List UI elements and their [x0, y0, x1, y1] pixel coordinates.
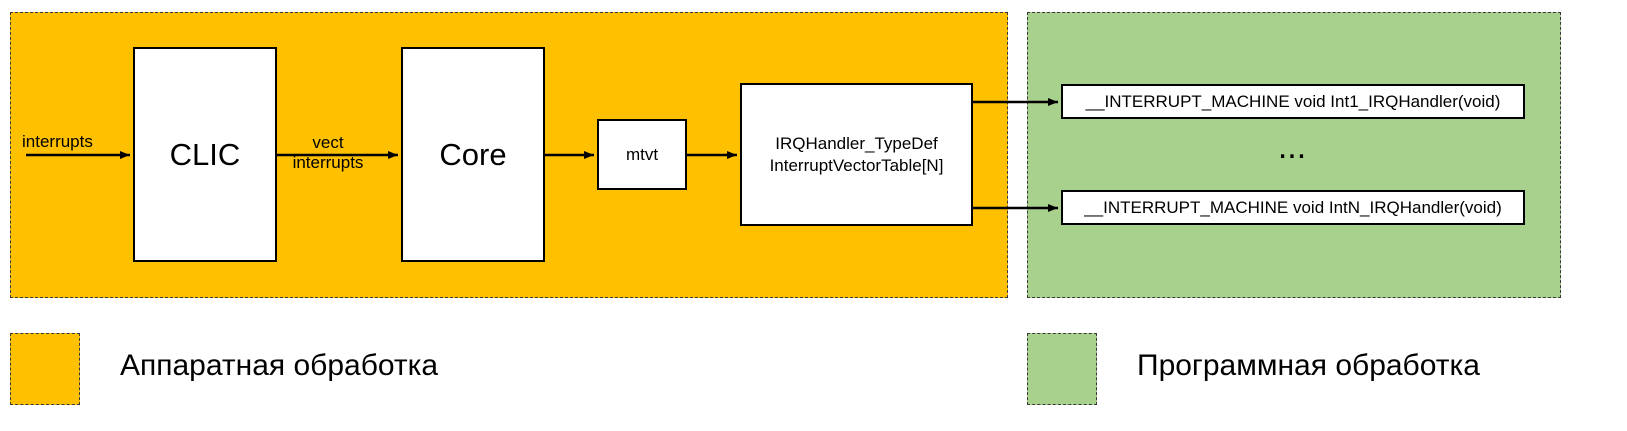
vect-interrupts-label: vect interrupts: [280, 133, 376, 173]
mtvt-block: mtvt: [597, 119, 687, 190]
legend-hardware-swatch: [10, 333, 80, 405]
handler1-label: __INTERRUPT_MACHINE void Int1_IRQHandler…: [1085, 91, 1501, 111]
mtvt-label: mtvt: [625, 144, 659, 164]
vector-table-line1: IRQHandler_TypeDef: [775, 133, 938, 153]
clic-label: CLIC: [169, 136, 241, 172]
vector-table-block: IRQHandler_TypeDef InterruptVectorTable[…: [740, 83, 973, 226]
vect-label-line2: interrupts: [292, 153, 364, 172]
legend-hardware-label: Аппаратная обработка: [120, 349, 439, 382]
core-block: Core: [401, 47, 545, 262]
vect-label-line1: vect: [312, 133, 344, 152]
core-label: Core: [439, 136, 507, 172]
interrupts-label: interrupts: [22, 132, 93, 151]
vector-table-line2: InterruptVectorTable[N]: [769, 155, 944, 175]
legend-software-label: Программная обработка: [1137, 349, 1480, 382]
clic-block: CLIC: [133, 47, 277, 262]
handler1-block: __INTERRUPT_MACHINE void Int1_IRQHandler…: [1061, 84, 1525, 119]
ellipsis: ...: [1277, 128, 1307, 166]
handlerN-block: __INTERRUPT_MACHINE void IntN_IRQHandler…: [1061, 190, 1525, 225]
handlerN-label: __INTERRUPT_MACHINE void IntN_IRQHandler…: [1084, 197, 1502, 217]
software-region: [1027, 12, 1561, 298]
legend-software-swatch: [1027, 333, 1097, 405]
